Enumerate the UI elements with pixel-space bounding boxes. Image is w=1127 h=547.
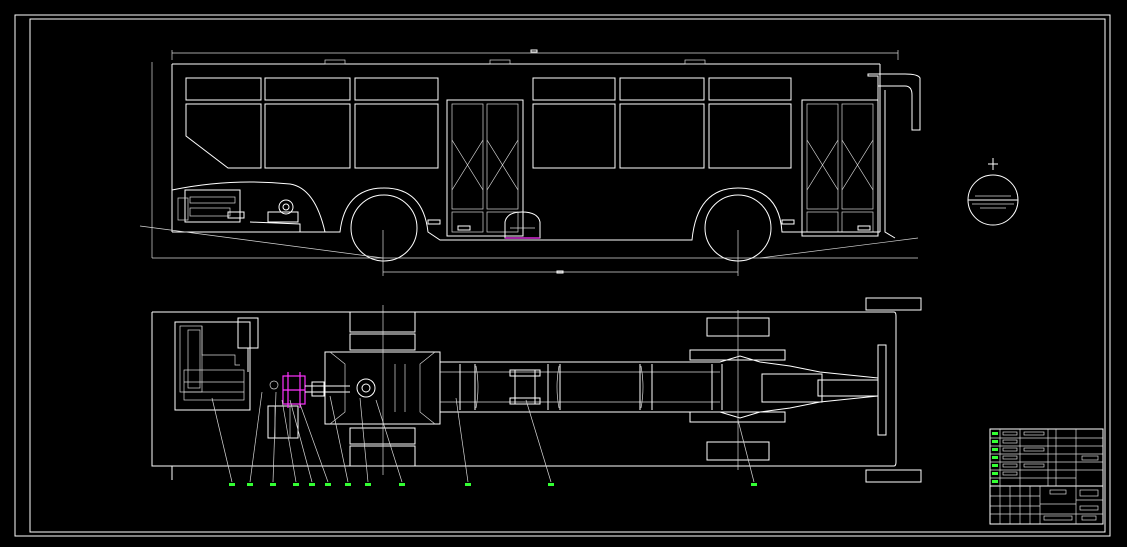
balloon-label-12 bbox=[751, 483, 757, 486]
balloon-label-4 bbox=[293, 483, 299, 486]
balloon-label-5 bbox=[309, 483, 315, 486]
balloon-labels bbox=[229, 483, 757, 486]
front-door bbox=[801, 99, 879, 237]
rear-axle-frame bbox=[324, 351, 441, 425]
rear-wheel bbox=[350, 194, 418, 262]
window-1 bbox=[185, 77, 262, 101]
plan-view-chassis bbox=[151, 297, 922, 483]
balloon-label-7 bbox=[345, 483, 351, 486]
leader-lines bbox=[211, 391, 755, 483]
balloon-label-9 bbox=[399, 483, 405, 486]
balloon-label-8 bbox=[365, 483, 371, 486]
inner-frame bbox=[29, 18, 1106, 533]
title-block bbox=[989, 428, 1104, 525]
balloon-label-11 bbox=[548, 483, 554, 486]
front-wheel bbox=[704, 194, 772, 262]
detail-section-view bbox=[967, 158, 1019, 226]
balloon-label-3 bbox=[270, 483, 276, 486]
outer-frame bbox=[14, 14, 1111, 537]
balloon-label-2 bbox=[247, 483, 253, 486]
balloon-label-10 bbox=[465, 483, 471, 486]
middle-door bbox=[446, 99, 524, 237]
pulley bbox=[278, 199, 294, 215]
engine-block bbox=[184, 189, 241, 223]
balloon-label-1 bbox=[229, 483, 235, 486]
side-elevation-view bbox=[139, 49, 921, 276]
balloon-label-6 bbox=[325, 483, 331, 486]
